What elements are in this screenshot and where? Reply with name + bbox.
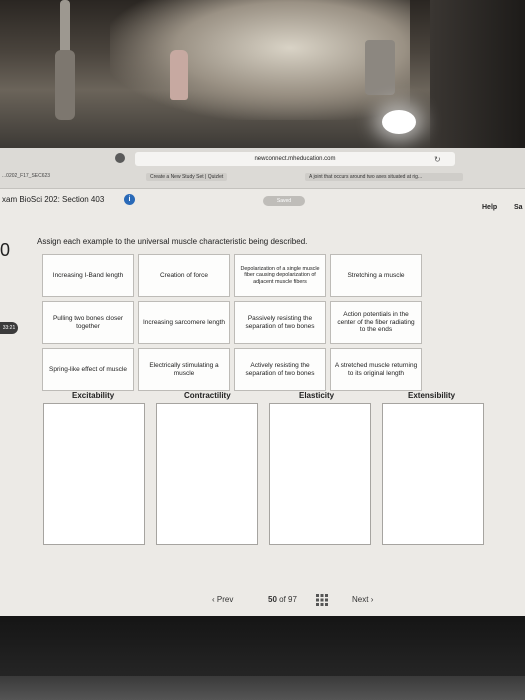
help-link[interactable]: Help bbox=[482, 204, 498, 211]
save-link[interactable]: Sa bbox=[514, 204, 523, 211]
grid-icon[interactable] bbox=[316, 594, 328, 606]
tile[interactable]: Stretching a muscle bbox=[330, 254, 422, 297]
tab-quizlet[interactable]: Create a New Study Set | Quizlet bbox=[146, 173, 228, 181]
category-label-contractility: Contractility bbox=[184, 391, 231, 400]
timer-badge: 33:21 bbox=[0, 322, 18, 334]
drop-zone-excitability[interactable] bbox=[43, 403, 145, 545]
background-photo bbox=[0, 0, 525, 150]
tab-joint[interactable]: A joint that occurs around two axes situ… bbox=[305, 173, 463, 181]
chevron-right-icon: › bbox=[370, 595, 374, 604]
tile[interactable]: Depolarization of a single muscle fiber … bbox=[234, 254, 326, 297]
faucet bbox=[60, 0, 70, 55]
tile[interactable]: Creation of force bbox=[138, 254, 230, 297]
category-label-extensibility: Extensibility bbox=[408, 391, 456, 400]
info-icon[interactable]: i bbox=[124, 194, 135, 205]
drop-zone-contractility[interactable] bbox=[156, 403, 258, 545]
drop-zone-elasticity[interactable] bbox=[269, 403, 371, 545]
browser-menu-icon[interactable] bbox=[115, 153, 125, 163]
tile[interactable]: Actively resisting the separation of two… bbox=[234, 348, 326, 391]
drop-zone-extensibility[interactable] bbox=[382, 403, 484, 545]
tile[interactable]: Electrically stimulating a muscle bbox=[138, 348, 230, 391]
category-label-excitability: Excitability bbox=[72, 391, 115, 400]
lamp-glare bbox=[382, 110, 416, 134]
exam-title: xam BioSci 202: Section 403 bbox=[2, 195, 105, 204]
monitor-bezel bbox=[0, 616, 525, 700]
tile[interactable]: Pulling two bones closer together bbox=[42, 301, 134, 344]
tile[interactable]: A stretched muscle returning to its orig… bbox=[330, 348, 422, 391]
next-button[interactable]: Next › bbox=[352, 595, 374, 604]
tab-course[interactable]: ...0202_F17_SEC623 bbox=[2, 173, 51, 179]
category-label-elasticity: Elasticity bbox=[299, 391, 335, 400]
question-instruction: Assign each example to the universal mus… bbox=[37, 237, 308, 246]
tile[interactable]: Spring-like effect of muscle bbox=[42, 348, 134, 391]
tile[interactable]: Increasing I-Band length bbox=[42, 254, 134, 297]
page-indicator: 50 of 97 bbox=[268, 595, 297, 604]
tab-bar: ...0202_F17_SEC623 Create a New Study Se… bbox=[0, 170, 525, 184]
tile[interactable]: Action potentials in the center of the f… bbox=[330, 301, 422, 344]
tile[interactable]: Increasing sarcomere length bbox=[138, 301, 230, 344]
tile[interactable]: Passively resisting the separation of tw… bbox=[234, 301, 326, 344]
screen: newconnect.mheducation.com ↻ ...0202_F17… bbox=[0, 148, 525, 616]
saved-badge: Saved bbox=[263, 196, 305, 206]
question-number: 0 bbox=[0, 240, 11, 260]
reload-icon[interactable]: ↻ bbox=[434, 155, 441, 164]
prev-button[interactable]: ‹ Prev bbox=[212, 595, 234, 604]
chevron-left-icon: ‹ bbox=[212, 595, 215, 604]
browser-chrome: newconnect.mheducation.com ↻ ...0202_F17… bbox=[0, 148, 525, 189]
url-bar[interactable]: newconnect.mheducation.com bbox=[135, 152, 455, 166]
